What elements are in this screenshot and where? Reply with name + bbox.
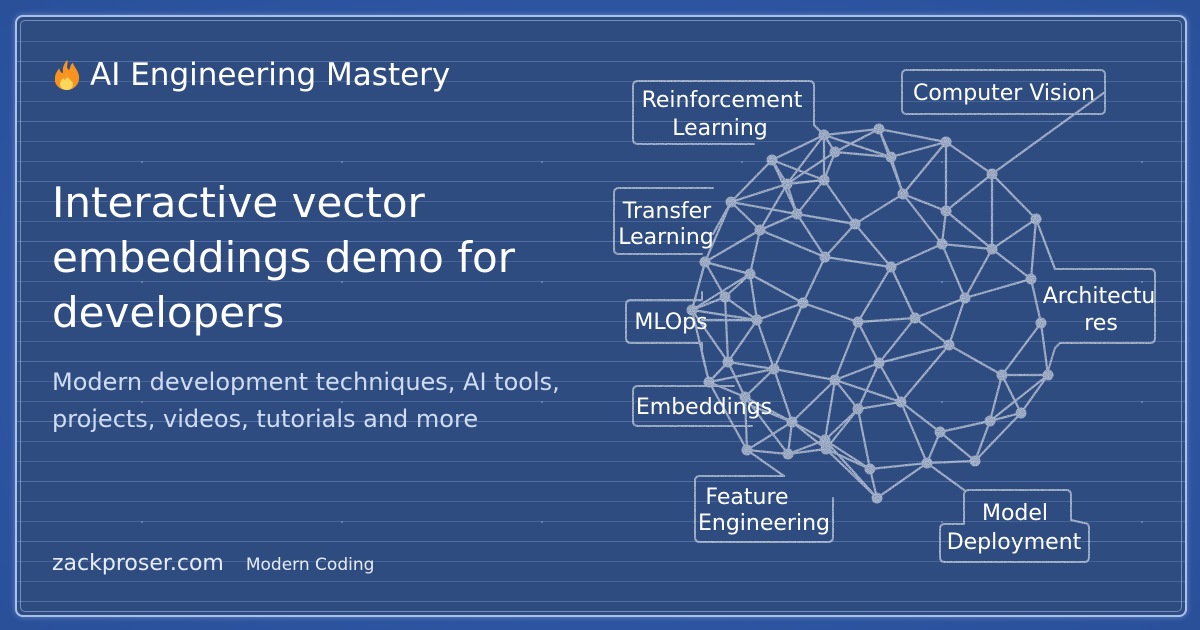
frame-transfer-learning — [613, 187, 714, 255]
brand-name: Modern Coding — [245, 555, 375, 575]
site-title: AI Engineering Mastery — [90, 57, 451, 93]
site-domain-link[interactable]: zackproser.com — [52, 551, 224, 576]
label-reinforcement-learning-2: Learning — [672, 116, 768, 141]
site-header: AI Engineering Mastery — [52, 57, 450, 93]
label-mlops: MLOps — [634, 310, 707, 335]
frame-reinforcement-learning — [632, 80, 815, 145]
network-sphere-graphic: Reinforcement Learning Computer Vision T… — [613, 69, 1156, 563]
card: AI Engineering Mastery Interactive vecto… — [15, 15, 1187, 617]
label-transfer-learning: Transfer — [622, 199, 712, 224]
frame-embeddings — [632, 385, 753, 427]
label-model-deployment-2: Deployment — [947, 530, 1082, 555]
headline: Interactive vector embeddings demo for d… — [52, 178, 515, 337]
frame-mlops — [625, 291, 708, 375]
frame-feature-engineering — [694, 475, 834, 543]
graphic-labels: Reinforcement Learning Computer Vision T… — [618, 81, 1155, 555]
label-embeddings: Embeddings — [636, 395, 772, 420]
label-reinforcement-learning: Reinforcement — [642, 88, 803, 113]
fire-icon — [54, 60, 80, 90]
label-frames — [613, 69, 1156, 563]
label-feature-engineering: Feature — [705, 485, 788, 510]
network-nodes — [686, 123, 1054, 504]
label-feature-engineering-2: Engineering — [698, 511, 830, 536]
footer: zackproser.com Modern Coding — [52, 551, 374, 576]
label-architectures-2: res — [1084, 311, 1118, 336]
label-architectures: Architectu — [1043, 284, 1156, 309]
label-computer-vision: Computer Vision — [913, 81, 1095, 106]
frame-architectures — [1046, 268, 1156, 375]
frame-model-deployment — [939, 489, 1090, 563]
description: Modern development techniques, AI tools,… — [52, 368, 560, 433]
label-model-deployment: Model — [982, 501, 1048, 526]
label-transfer-learning-2: Learning — [618, 225, 714, 250]
